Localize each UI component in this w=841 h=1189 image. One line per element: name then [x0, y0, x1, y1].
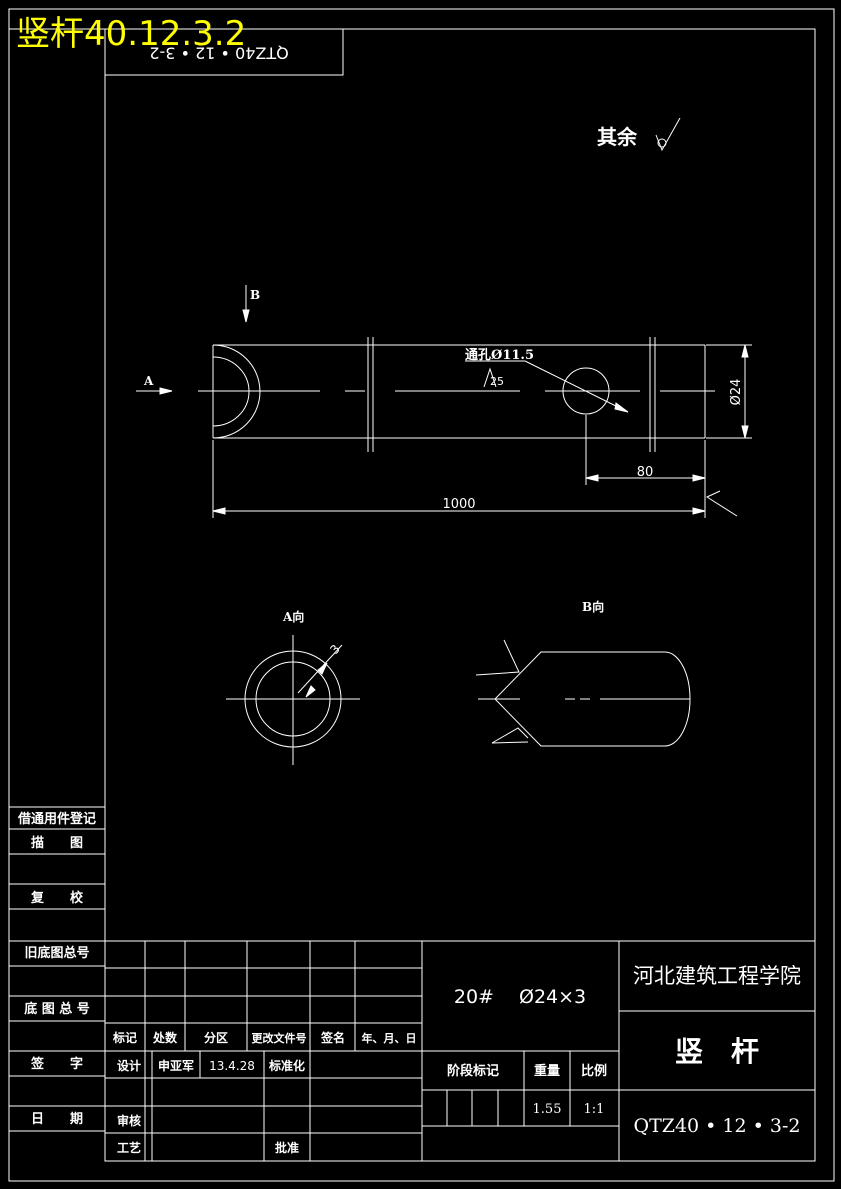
roughness-symbol [655, 117, 681, 152]
signature-label: 签 字 [30, 1056, 83, 1072]
rev-header-mark: 标记 [112, 1030, 137, 1045]
stage-label: 阶段标记 [447, 1063, 499, 1079]
inner-frame [104, 28, 816, 1162]
length-dim: 1000 [442, 497, 475, 512]
drawing-number: QTZ40 • 12 • 3-2 [634, 1115, 801, 1137]
top-left-code: QTZ40 • 12 • 3-2 [149, 44, 288, 63]
material-spec: 20# Ø24×3 [454, 986, 586, 1008]
scale-value: 1:1 [584, 1102, 605, 1117]
register-label: 借通用件登记 [17, 811, 96, 827]
offset-dim: 80 [637, 465, 654, 480]
rev-header-zone: 分区 [204, 1030, 228, 1045]
rev-header-count: 处数 [152, 1030, 178, 1045]
trace-label: 描 图 [31, 835, 83, 851]
review-label: 审核 [117, 1113, 141, 1128]
view-a-label: A [143, 374, 154, 388]
diameter-dim: Ø24 [729, 379, 744, 406]
rev-header-date: 年、月、日 [362, 1031, 417, 1045]
roughness-note: 其余 [597, 125, 638, 149]
a-end-view [226, 635, 360, 765]
approve-label: 批准 [275, 1140, 299, 1155]
old-base-no-label: 旧底图总号 [24, 945, 89, 961]
design-label: 设计 [117, 1058, 141, 1073]
b-end-view [475, 639, 691, 747]
design-date: 13.4.28 [209, 1059, 255, 1073]
view-b-label: B [250, 288, 260, 302]
overlay-title: 竖杆40.12.3.2 [16, 14, 247, 54]
b-view-title: B向 [582, 599, 604, 614]
weight-value: 1.55 [533, 1102, 562, 1117]
part-name: 竖 杆 [675, 1035, 759, 1068]
code-box [105, 29, 344, 76]
process-label: 工艺 [117, 1140, 141, 1155]
rev-header-sign: 签名 [320, 1030, 345, 1045]
rev-header-doc: 更改文件号 [252, 1031, 307, 1045]
date-label: 日 期 [31, 1112, 83, 1127]
standardize-label: 标准化 [268, 1058, 305, 1073]
designer-name: 申亚军 [158, 1058, 194, 1073]
base-no-label: 底 图 总 号 [24, 1001, 90, 1017]
through-hole-label: 通孔Ø11.5 [465, 347, 534, 363]
weight-label: 重量 [534, 1063, 560, 1079]
rod-main-view [198, 337, 715, 452]
hole-roughness-value: 25 [490, 375, 504, 388]
scale-label: 比例 [581, 1063, 607, 1079]
a-view-title: A向 [282, 609, 304, 624]
check-label: 复 校 [30, 890, 84, 906]
wall-dim: 3 [327, 642, 343, 657]
school-name: 河北建筑工程学院 [633, 964, 801, 988]
